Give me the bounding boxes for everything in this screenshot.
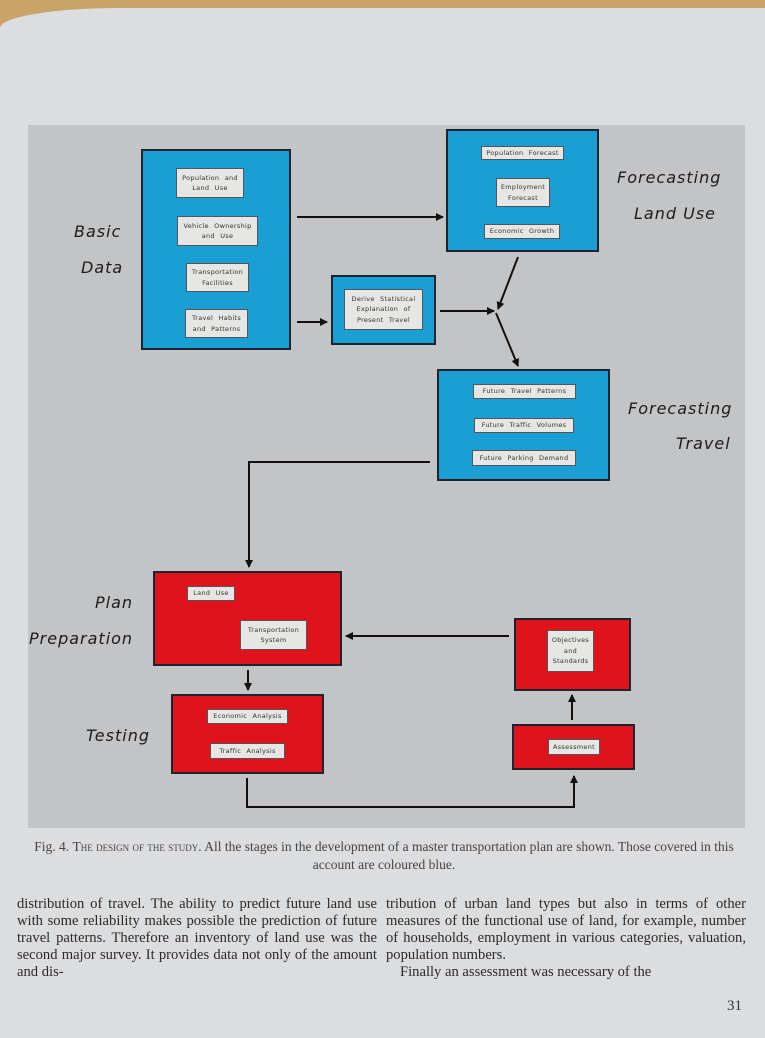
item-traffic-analysis: Traffic Analysis bbox=[210, 743, 285, 759]
arrow-junction-to-travel bbox=[495, 312, 520, 367]
item-text: Transportation bbox=[247, 625, 300, 634]
stage-label-preparation: Preparation bbox=[29, 629, 134, 648]
item-future-travel-patterns: Future Travel Patterns bbox=[473, 384, 576, 399]
item-land-use: Land Use bbox=[187, 586, 235, 601]
item-text: Explanation of bbox=[356, 305, 411, 314]
stage-label-data: Data bbox=[81, 258, 124, 277]
item-text: Forecast bbox=[508, 193, 538, 202]
caption-title: The design of the study. bbox=[72, 839, 202, 854]
item-text: and Patterns bbox=[192, 324, 241, 333]
item-text: Standards bbox=[552, 657, 589, 666]
stage-label-travel: Travel bbox=[676, 434, 731, 453]
item-text: Derive Statistical bbox=[351, 294, 416, 303]
arrow-testing-to-assessment bbox=[246, 775, 578, 808]
item-text: and Use bbox=[201, 232, 234, 240]
arrow-landuse-to-junction bbox=[496, 256, 519, 310]
item-future-traffic-volumes: Future Traffic Volumes bbox=[474, 418, 574, 433]
paragraph: tribution of urban land types but also i… bbox=[386, 896, 746, 963]
item-text: and bbox=[563, 646, 578, 655]
paragraph: distribution of travel. The ability to p… bbox=[17, 896, 377, 980]
body-column-left: distribution of travel. The ability to p… bbox=[17, 896, 377, 981]
stage-label-forecasting-travel: Forecasting bbox=[628, 399, 733, 418]
item-economic-growth: Economic Growth bbox=[484, 224, 560, 239]
item-economic-analysis: Economic Analysis bbox=[207, 709, 288, 724]
stage-label-basic: Basic bbox=[74, 222, 122, 241]
testing-box: Economic Analysis Traffic Analysis bbox=[171, 694, 324, 774]
item-text: Employment bbox=[500, 183, 546, 192]
stage-label-plan: Plan bbox=[95, 593, 134, 612]
stage-label-land-use: Land Use bbox=[634, 204, 716, 223]
caption-prefix: Fig. 4. bbox=[34, 839, 73, 854]
arrow-travel-to-plan bbox=[245, 461, 430, 568]
item-text: Land Use bbox=[192, 184, 228, 192]
item-text: Objectives bbox=[551, 636, 590, 645]
item-vehicle-ownership: Vehicle Ownership and Use bbox=[177, 216, 258, 246]
item-text: Population and bbox=[182, 173, 238, 182]
item-text: Travel Habits bbox=[191, 314, 242, 323]
item-text: Vehicle Ownership bbox=[183, 221, 252, 230]
stage-label-testing: Testing bbox=[86, 726, 150, 745]
paragraph: Finally an assessment was necessary of t… bbox=[400, 964, 652, 980]
body-column-right: tribution of urban land types but also i… bbox=[386, 896, 746, 981]
stage-label-forecasting-land: Forecasting bbox=[617, 168, 722, 187]
item-text: Facilities bbox=[202, 278, 233, 287]
figure-caption: Fig. 4. The design of the study. All the… bbox=[14, 838, 754, 874]
item-text: Present Travel bbox=[357, 315, 410, 324]
item-population-forecast: Population Forecast bbox=[481, 146, 564, 160]
caption-text: All the stages in the development of a m… bbox=[201, 839, 734, 873]
forecasting-travel-box: Future Travel Patterns Future Traffic Vo… bbox=[437, 369, 610, 481]
page-number: 31 bbox=[727, 998, 742, 1014]
assessment-box: Assessment bbox=[512, 724, 635, 770]
item-text: System bbox=[260, 636, 287, 644]
item-assessment: Assessment bbox=[548, 739, 600, 755]
item-text: Transportation bbox=[191, 268, 244, 277]
item-future-parking-demand: Future Parking Demand bbox=[472, 450, 576, 466]
